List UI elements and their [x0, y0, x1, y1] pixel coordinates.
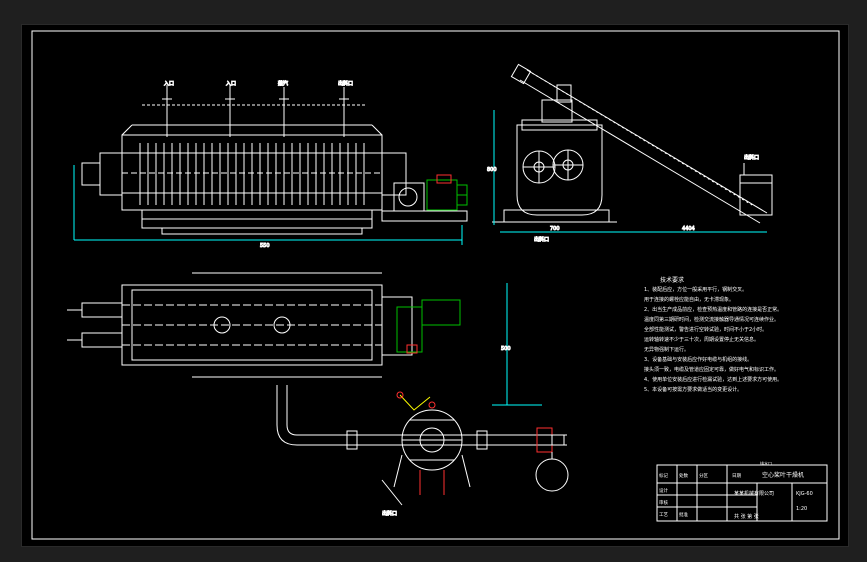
title-col-mark: 标记: [659, 472, 668, 479]
notes-line-9: 接头须一致，电缆及管道应固定可靠，做好电气和标识工作。: [644, 366, 779, 373]
dim-slant: 4404: [682, 226, 695, 232]
callout-inlet2: 入口: [226, 81, 236, 87]
exhaust-fan: [535, 458, 569, 492]
title-name: 空心桨叶干燥机: [762, 471, 804, 479]
title-code: KJG-60: [796, 491, 813, 497]
dim-width: 700: [550, 226, 560, 232]
callout-outlet2: 出料口: [744, 154, 759, 161]
notes-line-3: 2、出当生产成品前应，检查预热温度和管路的连接是否正常。: [644, 306, 782, 313]
notes-line-11: 5、本设备可按需方要求做适当的变更设计。: [644, 386, 742, 393]
callout-inlet1: 入口: [164, 81, 174, 87]
sheet-border: [31, 30, 840, 540]
inclined-conveyor: [510, 63, 773, 224]
title-scale: 1:20: [796, 506, 807, 512]
trough-housing: [516, 124, 603, 216]
notes-line-2: 用于连接的螺栓应能自由，无卡滞现象。: [644, 296, 734, 303]
paddle-array: [122, 143, 382, 205]
callout-bottom-outlet: 出料口: [382, 510, 397, 517]
callout-side-outlet: 出料口: [534, 236, 549, 243]
callout-outlet: 出料口: [338, 80, 353, 87]
dim-plan-height: 500: [501, 346, 511, 352]
notes-line-5: 全部性能测试，警告进行空转试验，时间不小于2小时。: [644, 326, 767, 333]
plan-view: 500: [67, 272, 511, 405]
notes-line-1: 1、装配后应，方位一般采用平行，钢制交叉。: [644, 286, 747, 293]
title-row-approve: 批准: [679, 511, 688, 518]
front-elevation-view: 入口 入口 蒸汽 出料口: [73, 80, 468, 250]
notes-line-8: 3、设备基础与安装后应作好电缆与机组的接线。: [644, 356, 752, 363]
piping-layout: 出料口: [276, 385, 569, 518]
title-col-date: 日期: [732, 473, 741, 479]
drive-motor: [381, 174, 468, 222]
notes-line-7: 无异物强制下运行。: [644, 346, 689, 353]
title-block: [656, 464, 828, 522]
title-col-count: 处数: [679, 472, 688, 479]
dim-total-length: 550: [260, 243, 270, 249]
notes-line-4: 温度同第三期研时间，检测交流接触器导通情况可连续作业。: [644, 316, 779, 323]
title-company: 某某机械有限公司: [734, 490, 774, 497]
callout-drain: 排水口: [760, 460, 772, 466]
title-row-design: 设计: [659, 487, 668, 494]
top-nozzles: [142, 85, 367, 137]
dim-height: 800: [487, 167, 497, 173]
callout-steam: 蒸汽: [278, 80, 288, 87]
technical-notes: 技术要求 1、装配后应，方位一般采用平行，钢制交叉。 用于连接的螺栓应能自由，无…: [644, 276, 782, 393]
notes-title: 技术要求: [660, 276, 684, 284]
main-pipe: [276, 385, 567, 446]
title-row-process: 工艺: [659, 512, 668, 518]
notes-line-10: 4、使用单位安装后应进行检漏试验，达到上述要求方可使用。: [644, 376, 782, 383]
notes-line-6: 运转轴转速不少于三十次，周期设置停止无关信息。: [644, 336, 759, 343]
title-sheet-count: 共 张 第 张: [734, 513, 759, 520]
side-elevation-view: 800 700 出料口 出料口 4404: [487, 63, 773, 244]
title-col-zone: 分区: [699, 472, 708, 479]
title-row-review: 审核: [659, 499, 668, 506]
cad-drawing: 入口 入口 蒸汽 出料口: [31, 30, 840, 540]
drawing-sheet: 入口 入口 蒸汽 出料口: [22, 25, 848, 546]
